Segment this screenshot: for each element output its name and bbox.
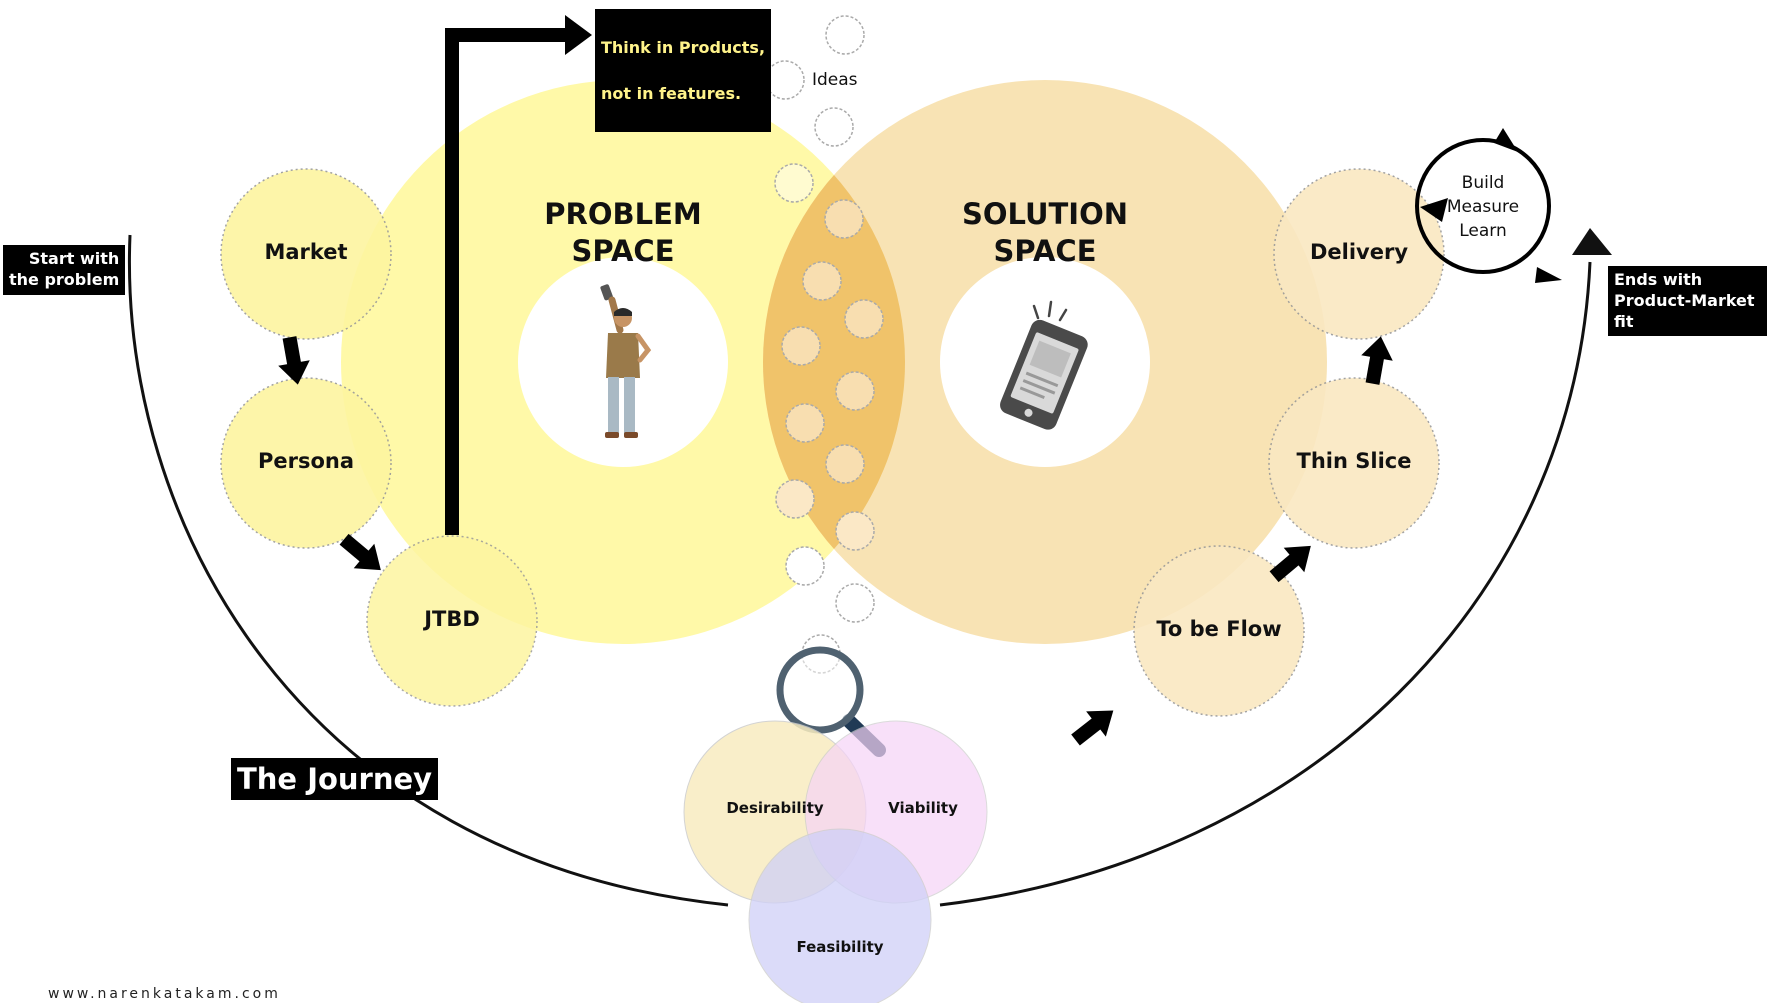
idea-bubble [835, 583, 875, 623]
arrow-thin-slice-to-delivery [1361, 336, 1393, 385]
delivery-node [1273, 168, 1445, 340]
idea-bubble [785, 546, 825, 586]
solution-space-title-line2: SPACE [993, 234, 1097, 268]
cycle-arrowhead [1535, 267, 1562, 283]
smartphone-icon [1000, 300, 1088, 430]
ideas-label: Ideas [812, 70, 858, 90]
idea-bubble [835, 371, 875, 411]
think-in-products-arrowhead [565, 15, 592, 55]
cycle-arrowhead [1494, 128, 1518, 152]
feasibility-circle [748, 828, 932, 1003]
persona-node [220, 377, 392, 549]
jtbd-node [366, 535, 538, 707]
the-journey-label: The Journey [231, 758, 439, 800]
idea-bubble [825, 15, 865, 55]
cycle-measure: Measure [1446, 197, 1520, 217]
problem-space-title-line2: SPACE [571, 234, 675, 268]
think-line2: not in features. [601, 84, 742, 103]
idea-bubble [844, 299, 884, 339]
person-holding-phone-icon [600, 284, 652, 438]
problem-space-title-line1: PROBLEM [544, 197, 702, 231]
delivery-label: Delivery [1309, 240, 1409, 264]
idea-bubble [781, 326, 821, 366]
cycle-label: Build Measure Learn [1423, 171, 1543, 243]
think-line1: Think in Products, [601, 38, 766, 57]
think-in-products-arrow [445, 28, 565, 535]
persona-label: Persona [257, 449, 355, 473]
idea-bubble [814, 107, 854, 147]
jtbd-label: JTBD [424, 607, 480, 631]
website-footer: www.narenkatakam.com [48, 986, 281, 1002]
desirability-label: Desirability [726, 799, 824, 817]
cycle-learn: Learn [1459, 221, 1507, 241]
market-label: Market [264, 240, 348, 264]
start-with-problem-callout: Start with the problem [3, 245, 126, 295]
arrow-persona-to-jtbd [339, 533, 381, 571]
to-be-flow-node [1133, 545, 1305, 717]
ends-with-pmf-callout: Ends with Product-Market fit [1608, 266, 1767, 337]
idea-bubble [774, 163, 814, 203]
solution-space-title-line1: SOLUTION [961, 197, 1129, 231]
journey-arc-right [939, 261, 1592, 907]
idea-bubble [785, 403, 825, 443]
cycle-arrowhead [1420, 198, 1448, 222]
problem-space-title: PROBLEM SPACE [523, 196, 723, 270]
think-in-products-callout: Think in Products, not in features. [595, 9, 772, 132]
idea-bubble [825, 444, 865, 484]
journey-arrowhead [1572, 228, 1612, 255]
idea-bubble [802, 261, 842, 301]
thin-slice-node [1268, 377, 1440, 549]
viability-label: Viability [888, 799, 958, 817]
cycle-build: Build [1461, 173, 1505, 193]
to-be-flow-label: To be Flow [1156, 617, 1282, 641]
arrow-into-to-be-flow [1071, 710, 1114, 746]
idea-bubble [765, 60, 805, 100]
thin-slice-label: Thin Slice [1296, 449, 1412, 473]
arrow-to-be-flow-to-thin-slice [1269, 545, 1311, 583]
market-node [220, 168, 392, 340]
arrow-market-to-persona [278, 336, 310, 385]
solution-space-title: SOLUTION SPACE [945, 196, 1145, 270]
journey-arc-left [127, 234, 729, 907]
idea-bubble [835, 511, 875, 551]
idea-bubble [775, 479, 815, 519]
idea-bubble [824, 199, 864, 239]
build-measure-learn-cycle [1415, 138, 1551, 274]
feasibility-label: Feasibility [796, 938, 884, 956]
